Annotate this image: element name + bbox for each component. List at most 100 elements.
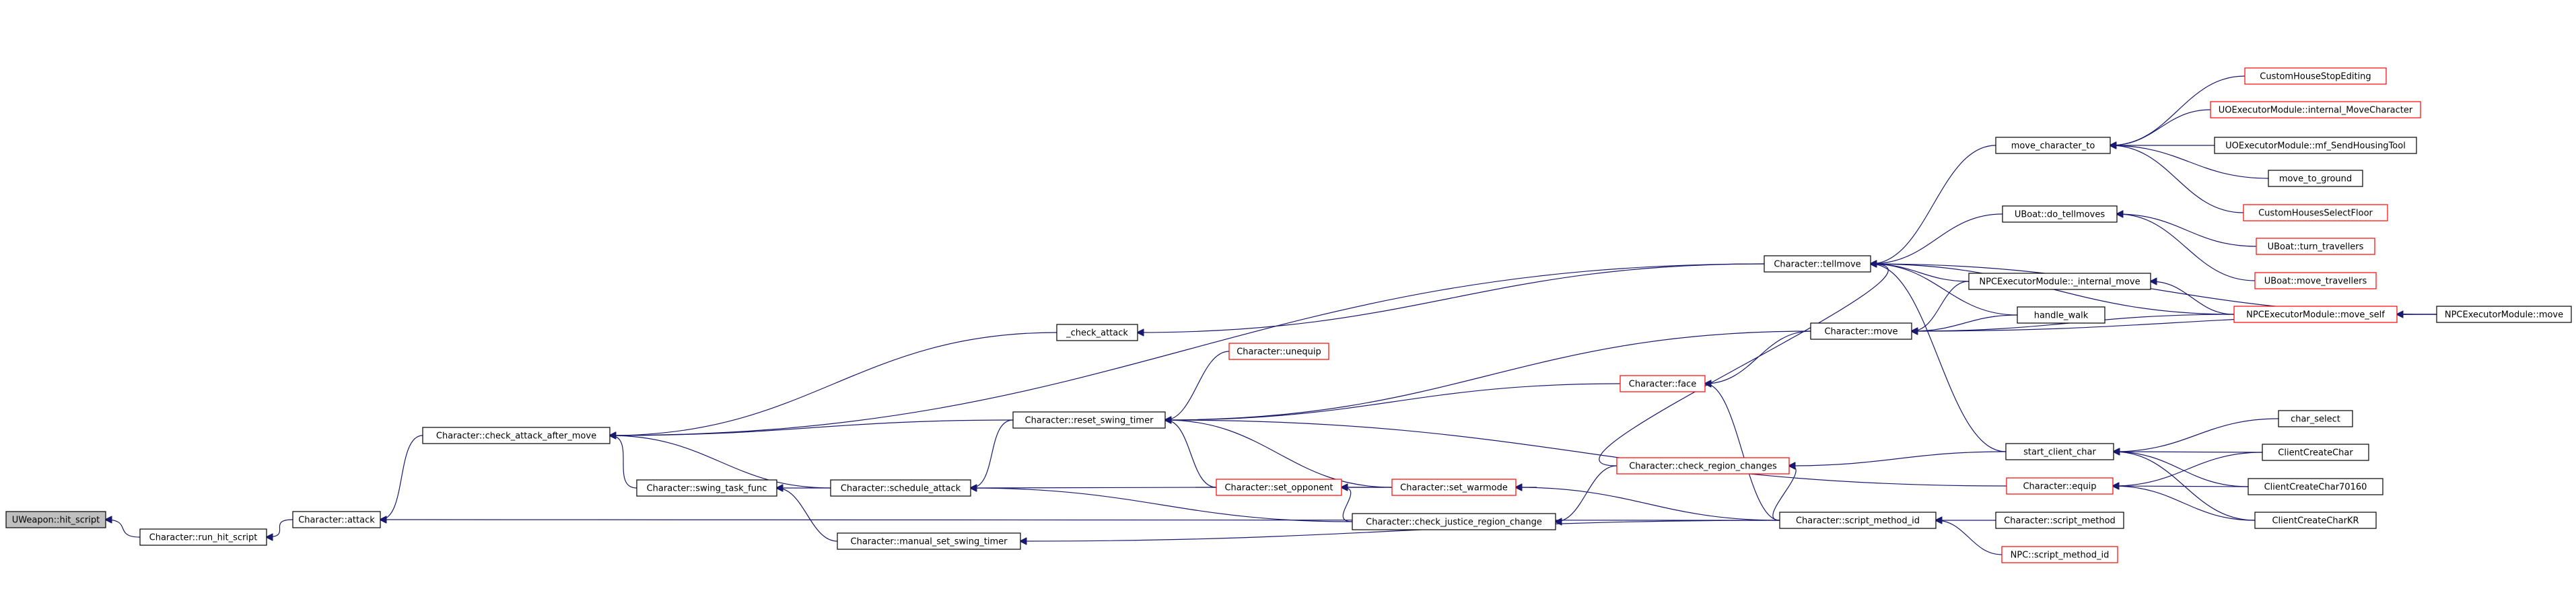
node-box[interactable] (2256, 238, 2375, 255)
node-char-reset-swing-timer[interactable]: Character::reset_swing_timer (1012, 411, 1166, 429)
node-box[interactable] (2254, 272, 2377, 289)
node-label: NPCExecutorModule::move (2445, 310, 2563, 320)
node-start-client-char[interactable]: start_client_char (2005, 443, 2114, 460)
node-custom-house-stop-editing[interactable]: CustomHouseStopEditing (2244, 67, 2387, 85)
node-char-tellmove[interactable]: Character::tellmove (1764, 255, 1871, 273)
node-box[interactable] (1620, 375, 1706, 392)
call-edge-client_create_char_kr-to-char_equip (2113, 486, 2256, 521)
node-box[interactable] (1012, 411, 1166, 429)
node-box[interactable] (2214, 137, 2417, 154)
node-box[interactable] (2262, 444, 2369, 461)
node-char-set-warmode[interactable]: Character::set_warmode (1391, 479, 1517, 496)
node-box[interactable] (2248, 478, 2383, 495)
node-char-select[interactable]: char_select (2278, 410, 2353, 427)
node-label: Character::equip (2023, 482, 2096, 492)
node-npcexec-move[interactable]: NPCExecutorModule::move (2436, 306, 2572, 323)
node-box[interactable] (1391, 479, 1517, 496)
node-uboat-turn-travellers[interactable]: UBoat::turn_travellers (2256, 238, 2375, 255)
node-char-equip[interactable]: Character::equip (2006, 477, 2114, 495)
node-box[interactable] (1968, 273, 2151, 290)
node-box[interactable] (292, 511, 381, 528)
node-box[interactable] (1764, 255, 1871, 273)
node-box[interactable] (636, 479, 777, 497)
node-box[interactable] (422, 427, 611, 444)
call-edge-uboat_move_travellers-to-uboat_do_tellmoves (2117, 214, 2256, 281)
node-char-run-hit-script[interactable]: Character::run_hit_script (139, 528, 267, 546)
call-edge-char_set_warmode-to-char_reset_swing_timer (1165, 420, 1393, 488)
call-edge-char_check_region_changes-to-char_tellmove (1599, 264, 1889, 466)
node-char-manual-set-swing-timer[interactable]: Character::manual_set_swing_timer (837, 532, 1021, 550)
node-label: Character::set_warmode (1400, 483, 1508, 493)
node-box[interactable] (2243, 204, 2388, 221)
node-box[interactable] (2006, 477, 2114, 495)
node-move-to-ground[interactable]: move_to_ground (2268, 170, 2363, 187)
call-edge-char_check_region_changes-to-char_check_justice_region_change (1556, 465, 1617, 522)
node-uoexec-mf-send-housing-tool[interactable]: UOExecutorModule::mf_SendHousingTool (2214, 137, 2417, 154)
node-box[interactable] (2005, 443, 2114, 460)
node-label: _check_attack (1066, 328, 1128, 339)
node-box[interactable] (2268, 170, 2363, 187)
node-uoexec-internal-move-character[interactable]: UOExecutorModule::internal_MoveCharacter (2210, 101, 2421, 118)
node-uboat-move-travellers[interactable]: UBoat::move_travellers (2254, 272, 2377, 289)
node-char-check-region-changes[interactable]: Character::check_region_changes (1616, 457, 1790, 475)
node-char-swing-task-func[interactable]: Character::swing_task_func (636, 479, 777, 497)
call-edge-char_run_hit_script-to-uweapon_hit_script (106, 520, 141, 538)
node-npcexec-move-self[interactable]: NPCExecutorModule::move_self (2233, 306, 2398, 323)
node-label: CustomHousesSelectFloor (2258, 209, 2373, 219)
node-box[interactable] (2278, 410, 2353, 427)
node-box[interactable] (2210, 101, 2421, 118)
node-custom-houses-select-floor[interactable]: CustomHousesSelectFloor (2243, 204, 2388, 221)
node-client-create-char[interactable]: ClientCreateChar (2262, 444, 2369, 461)
node-label: Character::tellmove (1774, 260, 1860, 270)
node-box[interactable] (1995, 512, 2124, 529)
node-char-move[interactable]: Character::move (1810, 322, 1912, 340)
node-label: UWeapon::hit_script (12, 516, 100, 526)
call-edge-char_attack-to-char_run_hit_script (267, 519, 293, 537)
node-char-face[interactable]: Character::face (1620, 375, 1706, 392)
node-char-attack[interactable]: Character::attack (292, 511, 381, 528)
node-box[interactable] (1352, 513, 1556, 530)
node-uweapon-hit-script[interactable]: UWeapon::hit_script (5, 511, 106, 528)
node-box[interactable] (2233, 306, 2398, 323)
node-char-schedule-attack[interactable]: Character::schedule_attack (830, 479, 971, 497)
call-edge-char_check_attack_after_move-to-char_attack (380, 435, 423, 520)
call-edge-char_set_opponent-to-char_reset_swing_timer (1165, 420, 1217, 488)
node-char-script-method-id[interactable]: Character::script_method_id (1779, 512, 1937, 529)
node-box[interactable] (1810, 322, 1912, 340)
node-box[interactable] (1056, 324, 1138, 341)
node-uboat-do-tellmoves[interactable]: UBoat::do_tellmoves (2002, 205, 2118, 223)
node-label: Character::check_region_changes (1629, 462, 1777, 472)
node-handle-walk[interactable]: handle_walk (2017, 306, 2105, 324)
node-box[interactable] (2254, 512, 2377, 529)
node-label: Character::check_justice_region_change (1366, 518, 1542, 528)
node-char-check-attack-after-move[interactable]: Character::check_attack_after_move (422, 427, 611, 444)
node-box[interactable] (830, 479, 971, 497)
node-box[interactable] (2436, 306, 2572, 323)
call-edge-handle_walk-to-char_move (1912, 314, 2018, 331)
node-box[interactable] (2017, 306, 2105, 324)
node-box[interactable] (1616, 457, 1790, 475)
node-npcexec-internal-move[interactable]: NPCExecutorModule::_internal_move (1968, 273, 2151, 290)
node-box[interactable] (2244, 67, 2387, 85)
call-edge-check_attack-to-char_check_attack_after_move (610, 332, 1057, 435)
node-check-attack[interactable]: _check_attack (1056, 324, 1138, 341)
node-box[interactable] (2001, 546, 2118, 563)
node-client-create-char-70160[interactable]: ClientCreateChar70160 (2248, 478, 2383, 495)
node-box[interactable] (837, 532, 1021, 550)
call-edge-char_check_justice_region_change-to-char_schedule_attack (971, 488, 1353, 522)
node-char-script-method[interactable]: Character::script_method (1995, 512, 2124, 529)
node-char-set-opponent[interactable]: Character::set_opponent (1216, 479, 1342, 496)
node-box[interactable] (1779, 512, 1937, 529)
node-client-create-char-kr[interactable]: ClientCreateCharKR (2254, 512, 2377, 529)
node-box[interactable] (139, 528, 267, 546)
node-char-unequip[interactable]: Character::unequip (1228, 343, 1329, 360)
node-box[interactable] (1216, 479, 1342, 496)
call-edge-char_select-to-start_client_char (2114, 418, 2279, 452)
node-npc-script-method-id[interactable]: NPC::script_method_id (2001, 546, 2118, 563)
node-char-check-justice-region-change[interactable]: Character::check_justice_region_change (1352, 513, 1556, 530)
node-box[interactable] (1228, 343, 1329, 360)
node-box[interactable] (2002, 205, 2118, 223)
node-move-character-to[interactable]: move_character_to (1995, 137, 2111, 154)
node-box[interactable] (5, 511, 106, 528)
node-box[interactable] (1995, 137, 2111, 154)
